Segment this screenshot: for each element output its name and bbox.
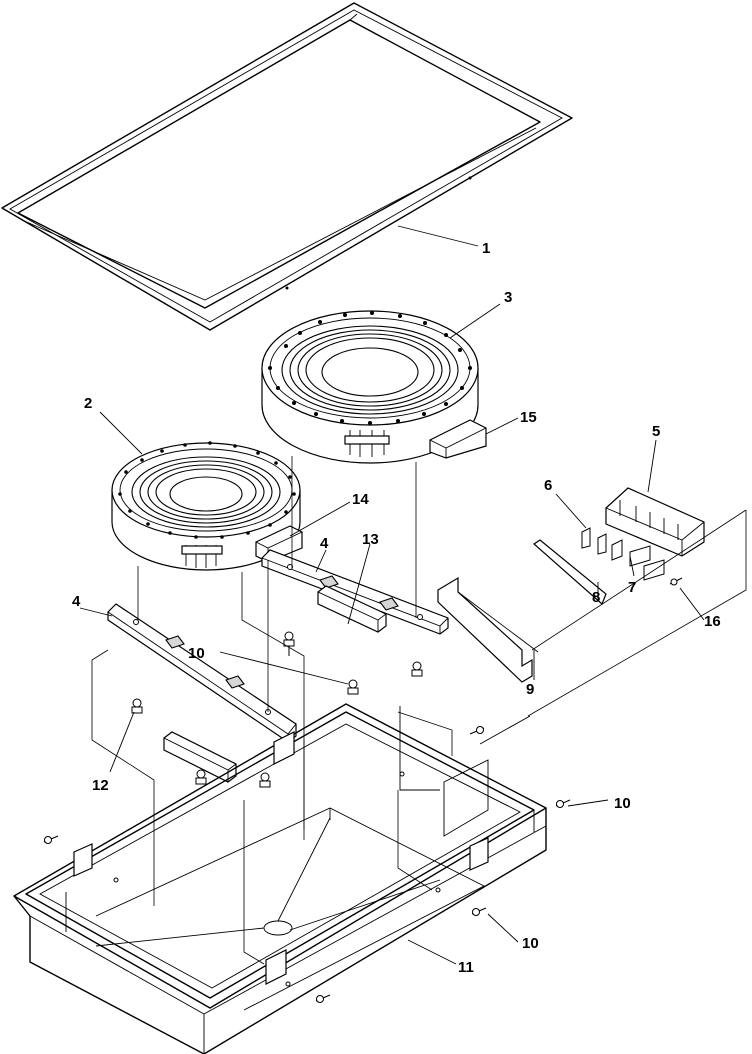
callout-10a: 10	[188, 645, 205, 662]
callout-11: 11	[458, 959, 474, 976]
callout-3: 3	[504, 289, 512, 306]
callout-8: 8	[592, 589, 600, 606]
assembly-guide-lines	[91, 456, 453, 965]
terminal-bracket-9	[437, 576, 539, 683]
callout-4b: 4	[320, 535, 329, 552]
callout-2: 2	[84, 395, 92, 412]
callout-9: 9	[526, 681, 534, 698]
callout-14: 14	[352, 491, 369, 508]
callout-16: 16	[704, 613, 721, 630]
insulator-8	[533, 539, 607, 606]
callout-1: 1	[482, 240, 490, 257]
callout-10b: 10	[614, 795, 631, 812]
small-heating-element-part	[111, 441, 301, 571]
terminal-block-5	[605, 487, 705, 557]
glass-cooktop-part	[1, 2, 573, 331]
callout-5: 5	[652, 423, 660, 440]
housing-11	[13, 703, 547, 1054]
callout-12: 12	[92, 777, 109, 794]
clip-lower	[163, 731, 237, 783]
callout-7: 7	[628, 579, 636, 596]
element-limiter-15	[429, 419, 487, 459]
bracket-upper-4	[261, 549, 449, 635]
callout-15: 15	[520, 409, 537, 426]
callout-6: 6	[544, 477, 552, 494]
callouts: 1 2 3 4 4 5 6 7 8 9 10 10 10 11 12 13 14	[72, 225, 721, 976]
callout-10c: 10	[522, 935, 539, 952]
wiring-line	[527, 509, 747, 717]
large-heating-element-part	[261, 310, 479, 464]
bracket-lower-4	[107, 603, 297, 743]
screws	[43, 577, 683, 1003]
callout-13: 13	[362, 531, 379, 548]
callout-4a: 4	[72, 593, 81, 610]
